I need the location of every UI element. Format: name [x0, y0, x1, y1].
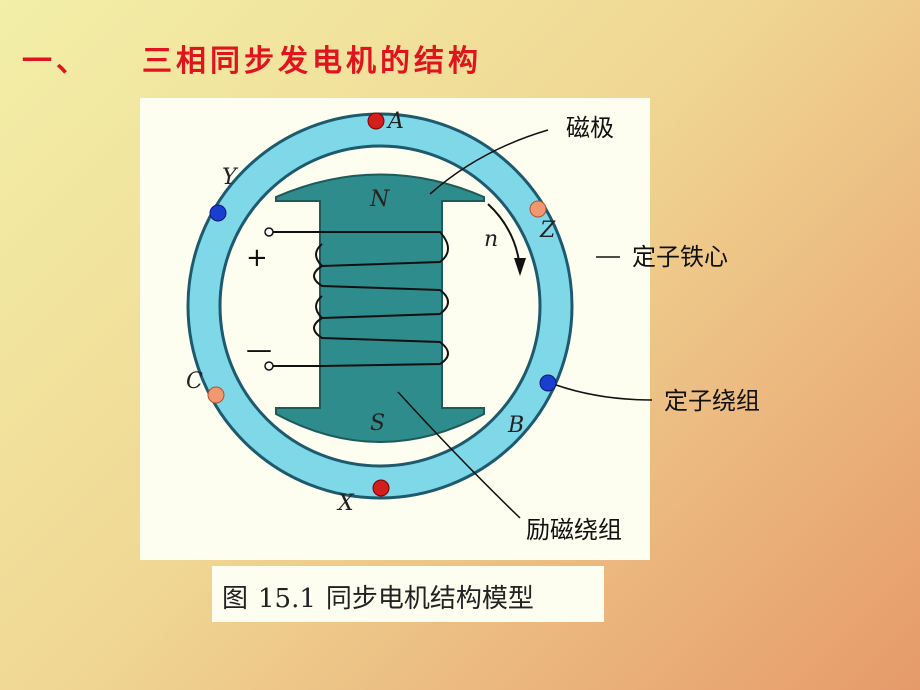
terminal-bottom — [264, 361, 274, 371]
label-stator-winding: 定子绕组 — [664, 387, 760, 415]
pole-s-label: S — [370, 411, 385, 436]
rotor-pole — [275, 173, 485, 443]
phase-a-dot — [367, 112, 385, 130]
pole-n-label: N — [369, 187, 390, 212]
title-number: 一、 — [22, 44, 90, 79]
phase-c-label: C — [186, 369, 203, 394]
slide-title: 一、 三相同步发电机的结构 — [22, 36, 482, 80]
leader-stator-winding — [555, 384, 653, 401]
speed-label: n — [484, 227, 498, 252]
leader-magnetic-pole — [429, 129, 549, 195]
phase-b-dot — [539, 374, 557, 392]
phase-a-label: A — [386, 109, 404, 134]
phase-z-label: Z — [539, 218, 556, 243]
minus-sign: — — [246, 335, 272, 365]
leader-lines — [397, 129, 653, 519]
phase-y-dot — [209, 204, 227, 222]
label-stator-core: 定子铁心 — [632, 243, 728, 271]
caption-text: 同步电机结构模型 — [325, 584, 534, 614]
rotation-arrowhead — [514, 258, 526, 276]
terminal-top — [264, 227, 274, 237]
phase-z-dot — [529, 200, 547, 218]
caption-background — [212, 566, 604, 622]
caption-number: 15.1 — [258, 584, 316, 614]
leader-field-winding — [397, 391, 521, 519]
title-text: 三相同步发电机的结构 — [142, 44, 482, 79]
label-magnetic-pole: 磁极 — [566, 114, 614, 142]
caption-prefix: 图 — [222, 584, 249, 614]
field-winding-coils — [272, 231, 449, 367]
phase-b-label: B — [507, 413, 524, 438]
phase-c-dot — [207, 386, 225, 404]
plus-sign: + — [246, 243, 268, 273]
phase-y-label: Y — [222, 165, 239, 190]
label-field-winding: 励磁绕组 — [526, 516, 622, 544]
figure-caption: 图 15.1 同步电机结构模型 — [222, 578, 534, 615]
phase-x-dot — [372, 479, 390, 497]
phase-x-label: X — [336, 491, 355, 516]
